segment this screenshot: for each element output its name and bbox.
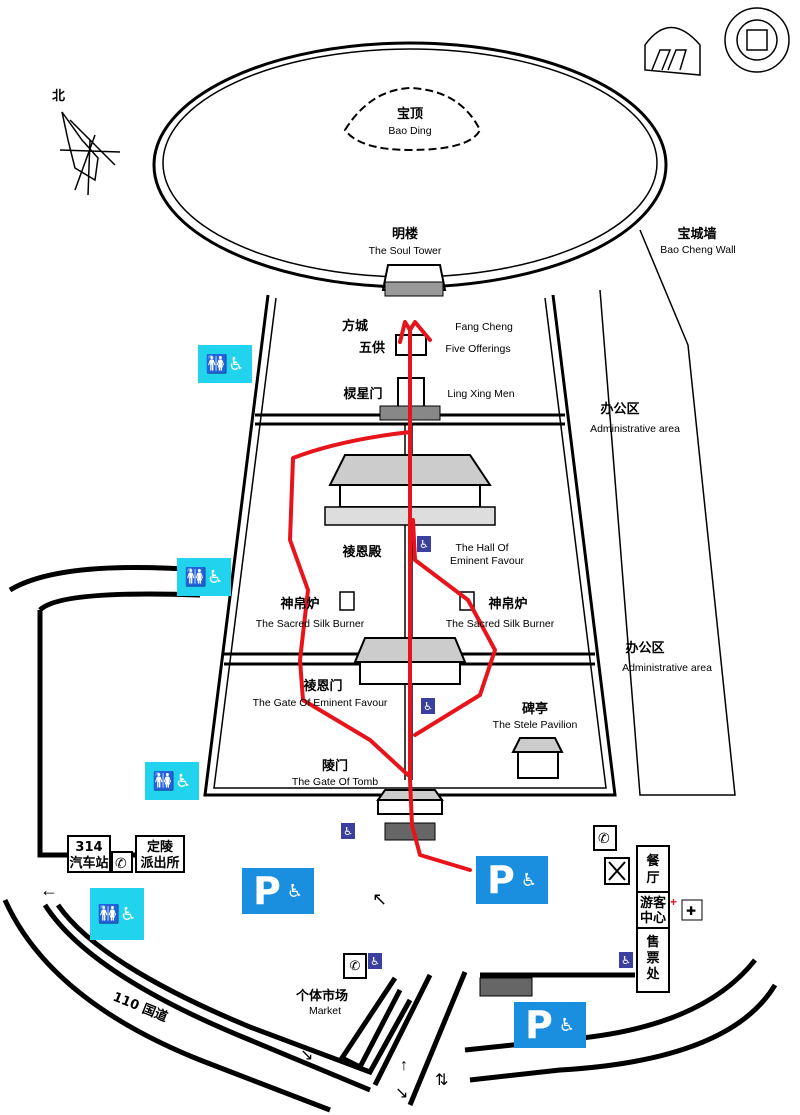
label-burner-left-cn: 神帛炉 — [280, 596, 319, 612]
restaurant-label: 餐厅 — [645, 853, 660, 886]
tour-route — [288, 320, 497, 872]
label-five-offerings-en: Five Offerings — [445, 343, 510, 355]
label-ling-xing-men-en: Ling Xing Men — [447, 388, 514, 400]
highway-110-outer — [2, 898, 331, 1113]
label-admin-area-2-cn: 办公区 — [625, 640, 664, 656]
toilet-accessible-icon: 🚻♿ — [90, 888, 144, 940]
label-soul-tower-en: The Soul Tower — [369, 245, 442, 257]
compass-rose-icon: 北 — [52, 89, 121, 196]
toilet-accessible-icon: 🚻♿ — [177, 558, 231, 596]
label-bao-cheng-wall-cn: 宝城墙 — [677, 226, 716, 242]
visitor-center-label-1: 游客 — [640, 895, 667, 911]
parking-letter: P — [487, 858, 515, 902]
toilet-accessible-icon: 🚻♿ — [145, 762, 199, 800]
bus-station-314: 314 汽车站 — [67, 835, 111, 873]
west-road — [8, 565, 201, 858]
service-column: 餐厅 游客 中心 售票处 — [636, 845, 670, 993]
parking-sign-icon: P♿ — [476, 856, 548, 904]
label-hall-en-2: Eminent Favour — [450, 555, 525, 567]
highway-110-inner — [42, 903, 413, 1093]
silk-burner-left-icon — [339, 591, 355, 611]
label-hall-cn: 祾恩殿 — [342, 544, 382, 560]
label-bao-cheng-wall-en: Bao Cheng Wall — [660, 244, 735, 256]
phone-icon: ✆ — [111, 851, 133, 873]
label-stele-cn: 碑亭 — [522, 701, 548, 717]
label-stele-en: The Stele Pavilion — [493, 719, 578, 731]
parking-letter: P — [525, 1003, 553, 1047]
wheelchair-icon: ♿ — [417, 536, 431, 552]
parking-sign-icon: P♿ — [514, 1002, 586, 1048]
restaurant-icon — [604, 857, 630, 885]
svg-text:✆: ✆ — [598, 830, 610, 846]
wheelchair-icon: ♿ — [421, 698, 435, 714]
label-burner-left-en: The Sacred Silk Burner — [256, 618, 365, 630]
label-burner-right-en: The Sacred Silk Burner — [446, 618, 555, 630]
wheelchair-icon: ♿ — [520, 869, 537, 891]
north-label: 北 — [52, 89, 65, 104]
label-admin-area-1-cn: 办公区 — [600, 401, 639, 417]
wheelchair-icon: ♿ — [286, 880, 303, 902]
bus-number: 314 — [75, 840, 102, 855]
first-aid-cross-icon: + — [670, 895, 677, 909]
stele-pavilion-building — [511, 737, 564, 779]
phone-icon: ✆ — [343, 953, 367, 979]
arrow-left-icon: ← — [40, 880, 58, 900]
ticket-office-label: 售票处 — [645, 934, 660, 982]
label-gate-eminent-cn: 祾恩门 — [303, 678, 342, 694]
arrow-both-icon: ⇅ — [435, 1072, 448, 1089]
label-gate-tomb-cn: 陵门 — [322, 758, 348, 774]
label-gate-tomb-en: The Gate Of Tomb — [292, 776, 378, 788]
first-aid-icon: ✚ — [681, 899, 703, 921]
arrow-up-icon: ↑ — [400, 1057, 408, 1074]
market-stall-road — [338, 976, 403, 1071]
arrow-right-icon: ↘ — [300, 1047, 313, 1064]
label-five-offerings-cn: 五供 — [359, 340, 385, 356]
label-bao-ding-cn: 宝顶 — [397, 106, 423, 122]
label-admin-area-1-en: Administrative area — [590, 423, 680, 435]
admin-area-boundary — [599, 229, 736, 796]
wheelchair-icon: ♿ — [558, 1014, 575, 1036]
parking-letter: P — [253, 869, 281, 913]
bao-cheng-wall-inner — [162, 48, 658, 278]
label-soul-tower-cn: 明楼 — [392, 226, 418, 242]
label-hall-en-1: The Hall Of — [455, 542, 508, 554]
label-gate-eminent-en: The Gate Of Eminent Favour — [253, 697, 388, 709]
visitor-center-label-2: 中心 — [640, 910, 666, 926]
label-fang-cheng-en: Fang Cheng — [455, 321, 513, 333]
police-label-2: 派出所 — [140, 855, 179, 871]
svg-text:✆: ✆ — [115, 855, 127, 871]
label-market-en: Market — [309, 1005, 341, 1017]
label-admin-area-2-en: Administrative area — [622, 662, 712, 674]
steps — [479, 977, 533, 997]
toilet-accessible-icon: 🚻♿ — [198, 345, 252, 383]
label-ling-xing-men-cn: 棂星门 — [343, 386, 382, 402]
police-label-1: 定陵 — [146, 839, 174, 855]
svg-text:✚: ✚ — [686, 904, 696, 918]
arrow-right-icon: ↘ — [395, 1085, 408, 1102]
bao-ding-mound — [343, 86, 482, 152]
logo-emblem — [644, 26, 701, 76]
wheelchair-icon: ♿ — [341, 823, 355, 839]
soul-tower-building — [381, 264, 447, 297]
wheelchair-icon: ♿ — [619, 952, 633, 968]
parking-sign-icon: P♿ — [242, 868, 314, 914]
access-road — [372, 971, 468, 1106]
silk-burner-right-icon — [459, 591, 475, 611]
bus-station-label: 汽车站 — [69, 855, 108, 871]
label-market-cn: 个体市场 — [295, 988, 348, 1004]
label-fang-cheng-cn: 方城 — [342, 318, 368, 334]
label-burner-right-cn: 神帛炉 — [488, 596, 527, 612]
label-bao-ding-en: Bao Ding — [388, 125, 431, 137]
wheelchair-icon: ♿ — [368, 953, 382, 969]
phone-icon: ✆ — [593, 825, 617, 851]
police-station: 定陵 派出所 — [135, 835, 185, 873]
world-heritage-logo — [724, 7, 790, 73]
arrow-up-left-icon: ↖ — [372, 889, 387, 909]
